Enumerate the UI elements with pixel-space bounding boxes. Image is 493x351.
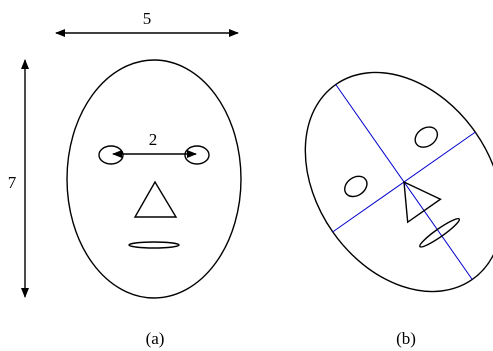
- width-dimension-label: 5: [143, 9, 152, 28]
- nose-triangle: [133, 180, 178, 218]
- caption-a: (a): [146, 329, 165, 348]
- rotated-right-eye: [414, 126, 439, 148]
- rotated-nose-triangle: [403, 180, 442, 224]
- mouth: [128, 241, 180, 249]
- panel-a: 5 7 2 (a): [8, 9, 242, 348]
- rotated-face-outline: [304, 71, 493, 293]
- rotated-left-eye: [344, 175, 368, 198]
- face-outline: [66, 59, 242, 299]
- eye-distance-label: 2: [149, 130, 158, 149]
- right-eye: [184, 145, 210, 165]
- rotated-mouth: [419, 217, 461, 248]
- height-dimension-label: 7: [8, 173, 17, 192]
- left-eye: [98, 145, 124, 165]
- caption-b: (b): [396, 329, 416, 348]
- panel-b: (b): [304, 71, 493, 348]
